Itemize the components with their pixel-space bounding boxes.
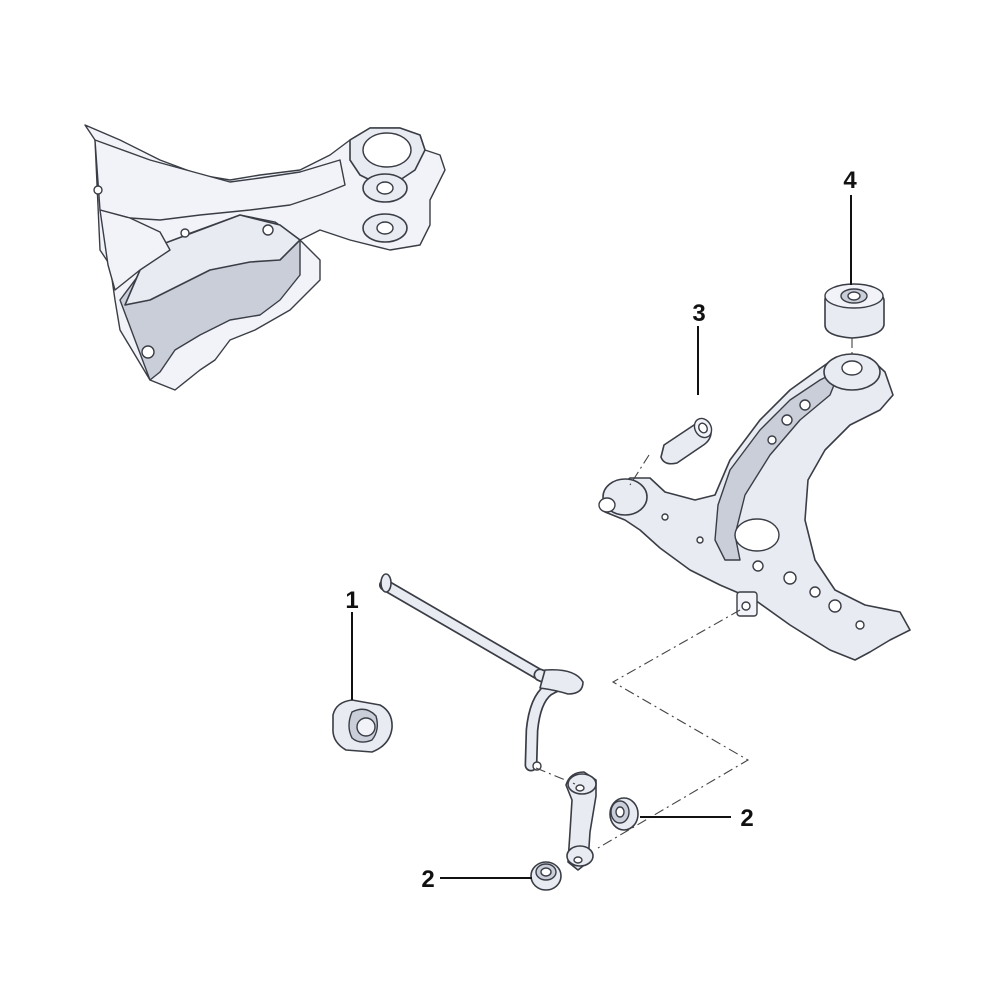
coupling-rod xyxy=(565,771,597,871)
subframe xyxy=(84,124,446,391)
callout-4: 4 xyxy=(843,167,857,194)
assembly-lines xyxy=(535,338,853,849)
bushing-4 xyxy=(824,283,885,339)
leader-lines xyxy=(351,195,852,879)
callout-2-left: 2 xyxy=(421,866,434,893)
stabilizer-bar xyxy=(379,573,584,772)
bushing-2-upper xyxy=(609,797,639,831)
bushing-2-lower xyxy=(530,861,562,891)
control-arm xyxy=(598,353,911,661)
sleeve-3 xyxy=(660,417,713,465)
callout-1: 1 xyxy=(345,587,358,614)
callout-2-right: 2 xyxy=(740,805,753,832)
callout-3: 3 xyxy=(692,300,705,327)
bushing-1 xyxy=(332,699,393,753)
